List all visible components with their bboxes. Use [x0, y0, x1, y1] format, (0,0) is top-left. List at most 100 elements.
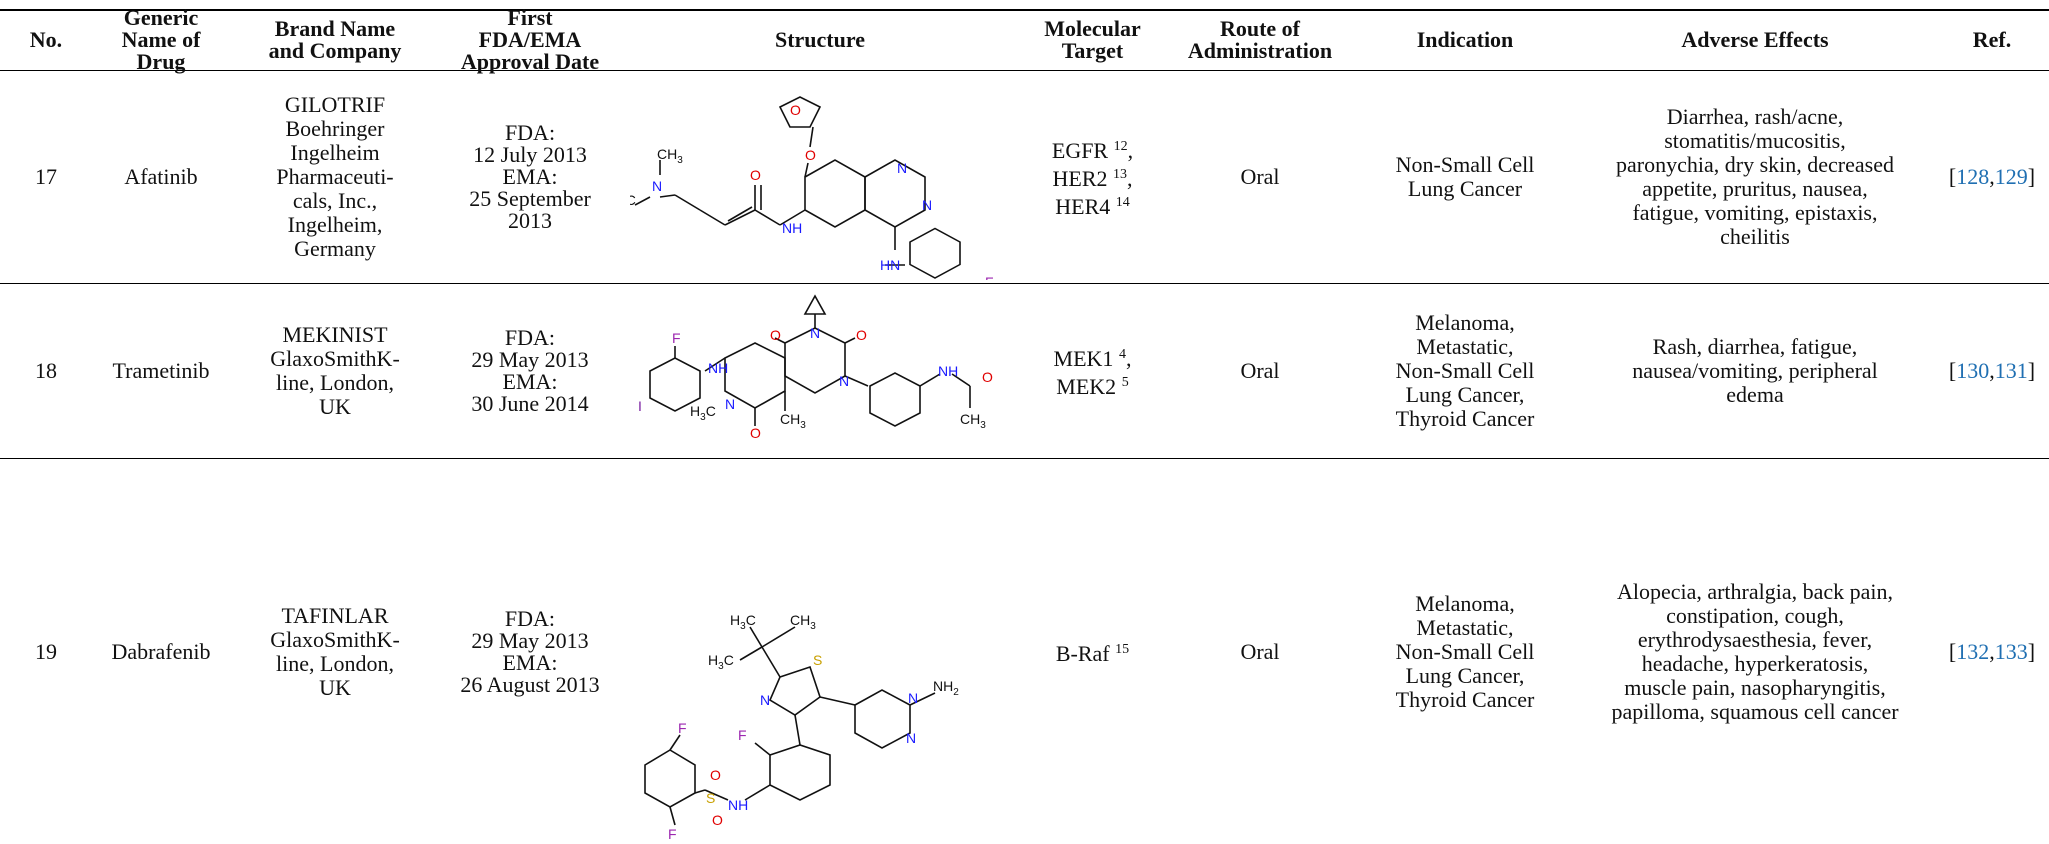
atom-o: O: [712, 812, 723, 828]
atom-o: O: [982, 369, 993, 385]
header-route: Route of Administration: [1187, 16, 1333, 63]
ref-link[interactable]: 128: [1956, 164, 1990, 189]
atom-n: N: [725, 396, 735, 412]
target-footnote: 12: [1113, 139, 1128, 154]
atom-n: N: [897, 160, 907, 176]
atom-nh: NH: [708, 360, 728, 376]
header-no: No.: [29, 27, 63, 52]
atom-s: S: [813, 652, 822, 668]
header-indication: Indication: [1416, 27, 1514, 52]
target-separator: ,: [1125, 346, 1132, 371]
target-footnote: 4: [1118, 347, 1126, 362]
row-18-target: MEK1 4,MEK2 5: [1020, 284, 1165, 458]
ref-link[interactable]: 132: [1956, 638, 1990, 664]
ref-link[interactable]: 133: [1994, 638, 2028, 664]
row-17-brand: GILOTRIF Boehringer Ingelheim Pharmaceut…: [276, 92, 394, 261]
header-rule: [0, 70, 2049, 71]
atom-nh2: NH2: [933, 678, 959, 698]
target-footnote: 15: [1115, 641, 1130, 657]
row-19-ref: [132,133]: [1948, 638, 2036, 664]
row-17-no: 17: [35, 164, 57, 189]
row-divider: [0, 458, 2049, 459]
ref-link[interactable]: 131: [1994, 358, 2028, 383]
atom-hn: HN: [880, 257, 900, 273]
row-17-target: EGFR 12,HER2 13,HER4 14: [1020, 71, 1165, 283]
row-19-indication: Melanoma, Metastatic, Non-Small Cell Lun…: [1395, 590, 1535, 712]
atom-n: N: [906, 730, 916, 746]
row-18-adverse: Rash, diarrhea, fatigue, nausea/vomiting…: [1632, 334, 1878, 407]
header-target: Molecular Target: [1044, 16, 1141, 63]
atom-n: N: [839, 373, 849, 389]
row-19-no: 19: [35, 638, 57, 664]
dabrafenib-structure: H3C CH3 H3C S N N NH2 N F F F O O S NH: [644, 612, 959, 841]
header-generic: Generic Name of Drug: [121, 5, 201, 74]
atom-o: O: [750, 425, 761, 441]
atom-n: N: [810, 325, 820, 341]
molecular-target: EGFR 12,: [1052, 135, 1133, 163]
row-19-target: B-Raf 15: [1020, 459, 1165, 844]
atom-o: O: [790, 102, 801, 118]
atom-n: N: [652, 178, 662, 194]
row-18-no: 18: [35, 358, 57, 383]
target-separator: ,: [1127, 138, 1134, 163]
target-name: HER2: [1052, 166, 1108, 191]
row-18-ref: [130,131]: [1948, 358, 2036, 383]
header-approval: First FDA/EMA Approval Date: [460, 5, 600, 74]
ref-link[interactable]: 129: [1994, 164, 2028, 189]
row-19-adverse: Alopecia, arthralgia, back pain, constip…: [1611, 578, 1899, 724]
atom-o: O: [770, 327, 781, 343]
atom-o: O: [805, 147, 816, 163]
atom-f: F: [678, 720, 687, 736]
trametinib-structure: F NH O N O N I N H3C CH3 O NH O CH3: [638, 294, 993, 441]
atom-o: O: [856, 327, 867, 343]
target-name: B-Raf: [1055, 640, 1110, 666]
atom-n: N: [922, 197, 932, 213]
target-list: B-Raf 15: [1056, 638, 1129, 666]
afatinib-structure: O O O N CH3 H3C NH N N HN F Cl: [630, 96, 994, 280]
atom-n: N: [760, 692, 770, 708]
row-19-approval: FDA: 29 May 2013 EMA: 26 August 2013: [460, 605, 600, 697]
molecular-target: HER2 13,: [1052, 163, 1133, 191]
row-17-adverse: Diarrhea, rash/acne, stomatitis/mucositi…: [1616, 104, 1894, 249]
atom-nh: NH: [728, 797, 748, 813]
atom-h3c: H3C: [630, 192, 636, 212]
atom-nh: NH: [782, 220, 802, 236]
molecular-target: B-Raf 15: [1056, 638, 1129, 666]
atom-f: F: [672, 330, 681, 346]
row-17-indication: Non-Small Cell Lung Cancer: [1395, 152, 1535, 201]
atom-f: F: [738, 727, 747, 743]
atom-o: O: [710, 767, 721, 783]
row-18-generic: Trametinib: [112, 358, 210, 383]
target-footnote: 5: [1121, 375, 1129, 390]
row-17-ref: [128,129]: [1948, 164, 2036, 189]
header-brand: Brand Name and Company: [268, 16, 402, 63]
atom-h3c: H3C: [708, 652, 734, 672]
atom-ch3: CH3: [780, 411, 806, 431]
row-17-route: Oral: [1240, 164, 1280, 189]
atom-i: I: [638, 398, 642, 414]
table-top-rule: [0, 9, 2049, 11]
molecular-target: HER4 14: [1052, 191, 1133, 219]
target-name: HER4: [1055, 194, 1111, 219]
row-18-indication: Melanoma, Metastatic, Non-Small Cell Lun…: [1395, 310, 1535, 431]
target-list: EGFR 12,HER2 13,HER4 14: [1052, 135, 1133, 219]
molecular-target: MEK2 5: [1054, 371, 1132, 399]
header-structure: Structure: [774, 27, 866, 52]
row-17-approval: FDA: 12 July 2013 EMA: 25 September 2013: [469, 120, 591, 233]
row-19-generic: Dabrafenib: [111, 638, 211, 664]
row-19-brand: TAFINLAR GlaxoSmithK- line, London, UK: [270, 602, 400, 700]
atom-o: O: [750, 167, 761, 183]
row-18-brand: MEKINIST GlaxoSmithK- line, London, UK: [270, 322, 400, 419]
ref-link[interactable]: 130: [1956, 358, 1990, 383]
target-separator: ,: [1127, 166, 1133, 191]
target-footnote: 13: [1113, 167, 1127, 182]
target-list: MEK1 4,MEK2 5: [1054, 343, 1132, 399]
atom-ch3: CH3: [960, 411, 986, 431]
molecular-target: MEK1 4,: [1054, 343, 1132, 371]
atom-n: N: [908, 690, 918, 706]
atom-f: F: [985, 274, 994, 280]
atom-ch3: CH3: [657, 146, 683, 166]
row-17-generic: Afatinib: [124, 164, 198, 189]
atom-f: F: [668, 826, 677, 841]
